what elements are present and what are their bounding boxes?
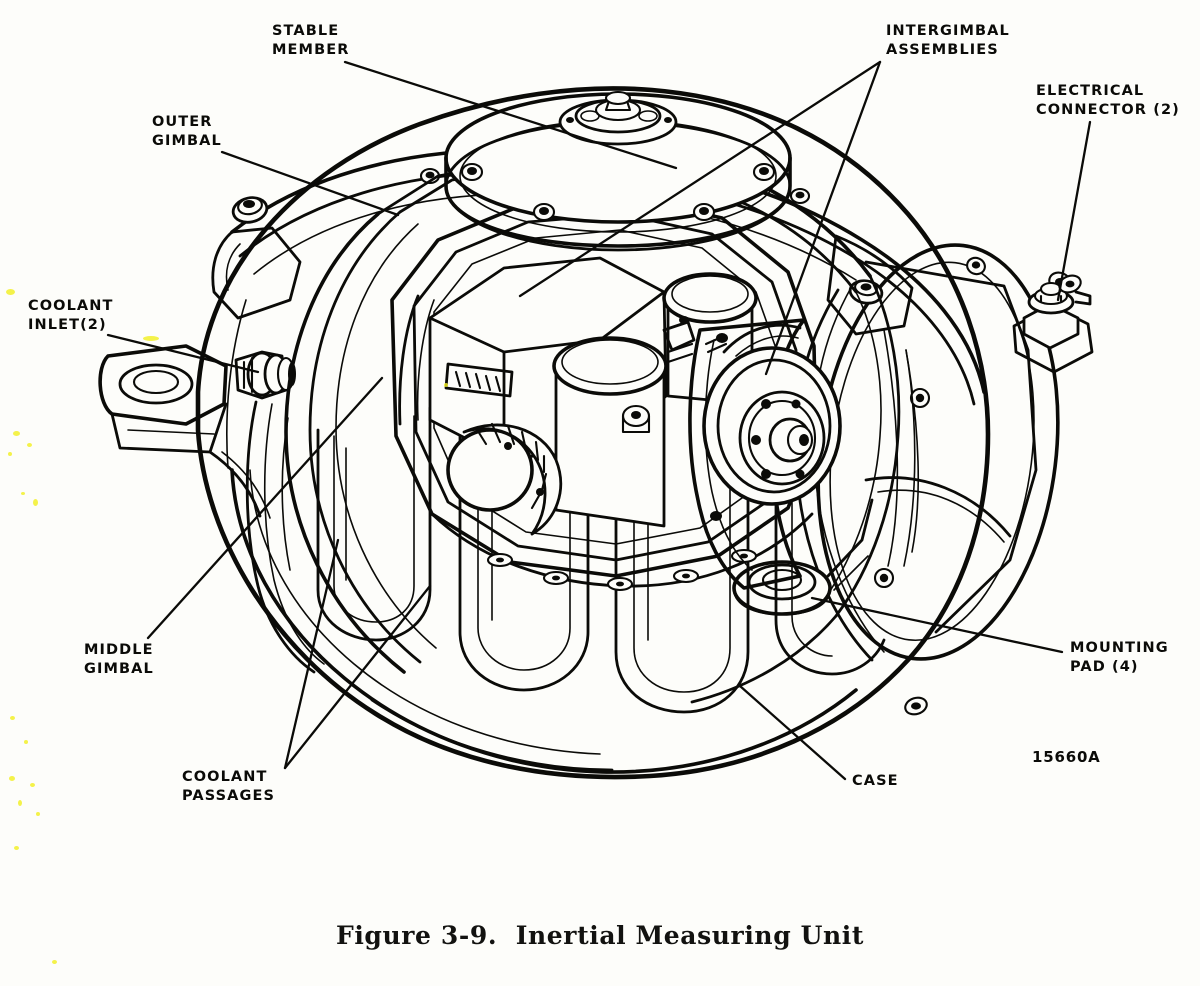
callout-label-stable-member: STABLE MEMBER xyxy=(272,22,350,60)
callout-line-1: MIDDLE xyxy=(84,642,154,658)
case-interior-contours xyxy=(226,299,916,772)
figure-caption: Figure 3-9. Inertial Measuring Unit xyxy=(335,921,865,950)
callout-line-1: OUTER xyxy=(152,114,213,130)
callout-line-2: PAD (4) xyxy=(1070,659,1139,675)
callout-label-mounting-pad: MOUNTING PAD (4) xyxy=(1070,639,1169,677)
callout-line-1: INTERGIMBAL xyxy=(886,23,1010,39)
intergimbal-assembly-left xyxy=(398,294,435,426)
callout-line-2: CONNECTOR (2) xyxy=(1036,102,1180,118)
stable-member-interior xyxy=(428,256,758,536)
callout-line-1: MOUNTING xyxy=(1070,640,1169,656)
case-body xyxy=(195,86,991,780)
callout-line-2: ASSEMBLIES xyxy=(886,42,999,58)
leader-line-mounting-pad xyxy=(810,596,1064,654)
leader-line-coolant-inlet xyxy=(106,333,260,374)
callout-leader-lines xyxy=(106,60,1092,781)
callout-label-middle-gimbal: MIDDLE GIMBAL xyxy=(84,641,154,679)
leader-line-electrical-connector xyxy=(1056,120,1092,302)
callout-line-2: GIMBAL xyxy=(84,661,154,677)
leader-line-middle-gimbal xyxy=(146,376,384,640)
callout-label-intergimbal-assemblies: INTERGIMBAL ASSEMBLIES xyxy=(886,22,1010,60)
intergimbal-assembly-right xyxy=(688,318,842,590)
callout-line-1: STABLE xyxy=(272,23,340,39)
coolant-inlet-fitting xyxy=(234,350,296,400)
electrical-connector xyxy=(1012,274,1094,374)
leader-line-outer-gimbal xyxy=(220,150,400,217)
leader-line-coolant-passages xyxy=(283,538,340,770)
callout-label-case: CASE xyxy=(852,772,899,791)
callout-line-2: MEMBER xyxy=(272,42,350,58)
mounting-pad-left xyxy=(98,344,271,519)
callout-line-1: COOLANT xyxy=(182,769,268,785)
callout-line-2: GIMBAL xyxy=(152,133,222,149)
leader-line-intergimbal-assemblies xyxy=(764,60,882,376)
leader-line-case xyxy=(738,684,847,781)
callout-label-electrical-connector: ELECTRICAL CONNECTOR (2) xyxy=(1036,82,1180,120)
callout-label-coolant-passages: COOLANT PASSAGES xyxy=(182,768,275,806)
leader-line-coolant-passages xyxy=(283,584,432,770)
callout-line-2: INLET(2) xyxy=(28,317,107,333)
drawing-number: 15660A xyxy=(1032,748,1101,766)
leader-line-stable-member xyxy=(343,60,678,170)
callout-line-1: ELECTRICAL xyxy=(1036,83,1145,99)
callout-label-outer-gimbal: OUTER GIMBAL xyxy=(152,113,222,151)
callout-line-2: PASSAGES xyxy=(182,788,276,804)
middle-gimbal-bolts xyxy=(486,548,758,592)
callout-line-1: CASE xyxy=(852,773,899,789)
leader-line-intergimbal-assemblies xyxy=(518,60,882,298)
callout-label-coolant-inlet: COOLANT INLET(2) xyxy=(28,297,113,335)
stable-member-cover xyxy=(444,90,792,252)
callout-line-1: COOLANT xyxy=(28,298,114,314)
coolant-passages xyxy=(245,400,886,714)
